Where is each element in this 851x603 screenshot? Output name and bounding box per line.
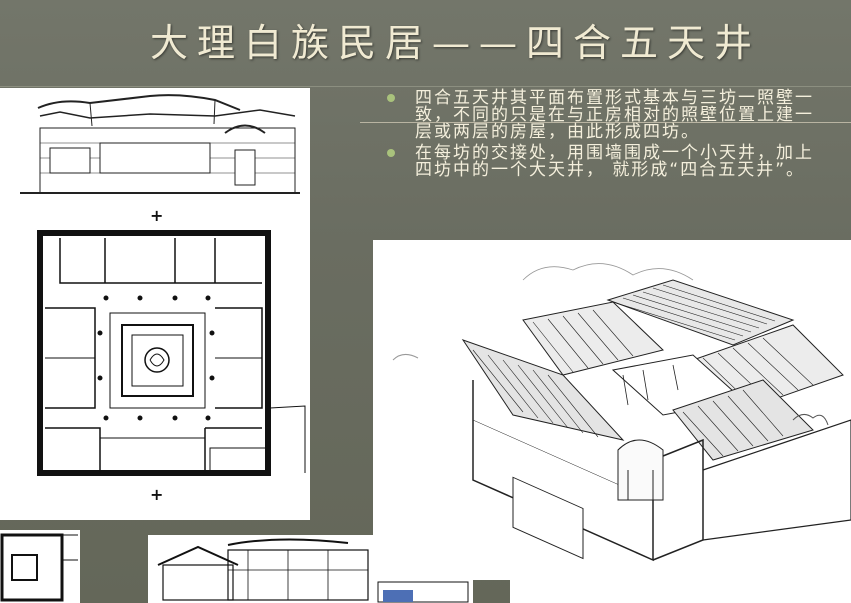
bullet-text: 在每坊的交接处，用围墙围成一个小天井，加上四坊中的一个大天井， 就形成“四合五天…	[415, 143, 814, 180]
plan-marker-bottom: +	[150, 485, 163, 504]
plan-marker-top: +	[150, 206, 163, 225]
section-drawing-panel	[148, 535, 373, 603]
text-divider	[360, 122, 851, 123]
bullet-dot-icon	[387, 149, 395, 157]
building-section-icon	[377, 581, 469, 603]
section-drawing-panel	[510, 580, 851, 603]
bullet-dot-icon	[387, 94, 395, 102]
section-drawing-panel	[373, 580, 473, 603]
courtyard-house-perspective-icon	[392, 263, 851, 562]
perspective-panel	[373, 240, 851, 580]
bullet-item: 在每坊的交接处，用围墙围成一个小天井，加上四坊中的一个大天井， 就形成“四合五天…	[385, 145, 825, 179]
section-drawing-panel	[0, 530, 80, 603]
building-section-icon	[157, 538, 369, 601]
bullet-item: 四合五天井其平面布置形式基本与三坊一照壁一致，不同的只是在与正房相对的照壁位置上…	[385, 90, 825, 141]
bullet-text: 四合五天井其平面布置形式基本与三坊一照壁一致，不同的只是在与正房相对的照壁位置上…	[415, 88, 814, 142]
slide-title: 大理白族民居——四合五天井	[150, 21, 762, 65]
bullet-list: 四合五天井其平面布置形式基本与三坊一照壁一致，不同的只是在与正房相对的照壁位置上…	[385, 90, 825, 183]
building-elevation-icon	[20, 94, 300, 194]
title-divider	[0, 86, 851, 87]
building-section-icon	[0, 533, 78, 602]
elevation-and-plan-drawing: + +	[20, 94, 306, 504]
courtyard-floor-plan-icon	[37, 230, 306, 476]
floor-plan-panel: + +	[0, 88, 310, 520]
